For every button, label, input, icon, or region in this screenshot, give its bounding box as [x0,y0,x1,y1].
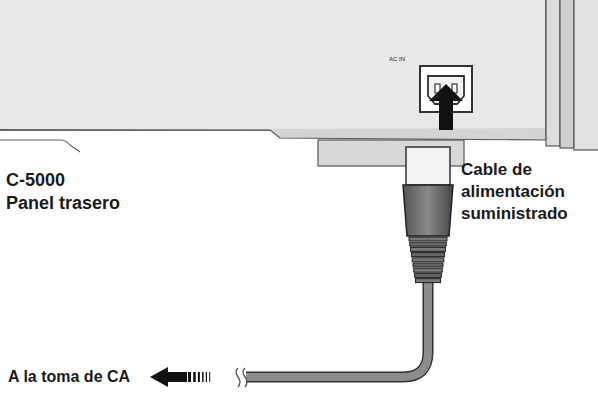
arrow-stripe [206,372,207,382]
plug-head [406,147,450,185]
panel-edge [0,140,80,152]
cable [246,280,428,377]
destination-label: A la toma de CA [8,367,130,386]
ridge [411,247,446,251]
cable-break [243,368,247,387]
cable-break [236,368,240,387]
arrow-stripe [209,372,210,382]
model-name: C-5000 [6,170,65,192]
ridge [410,242,446,246]
side-panel [560,0,574,148]
ridge [409,237,447,241]
plug-body [403,185,453,236]
ridge [415,279,440,283]
panel-body [0,0,546,130]
side-panel [546,0,560,146]
panel-name: Panel trasero [6,193,120,215]
strain-relief [409,237,447,283]
ridge [411,253,444,257]
ridge [413,263,443,267]
arrow-stripe [202,372,204,382]
ridge [415,273,442,277]
ridge [414,268,442,272]
ridge [412,258,444,262]
direction-arrow [150,367,168,387]
arrow-stripe [198,372,200,382]
socket-label: AC IN [389,56,405,63]
cable-label: Cable de alimentación suministrado [461,159,595,225]
insert-arrow [429,84,463,130]
direction-arrow [167,372,187,382]
direction-arrow-tail [188,372,210,382]
arrow-stripe [188,372,191,382]
arrow-stripe [193,372,196,382]
panel-trim [0,128,546,140]
side-panel [574,0,598,150]
cable [246,280,428,377]
